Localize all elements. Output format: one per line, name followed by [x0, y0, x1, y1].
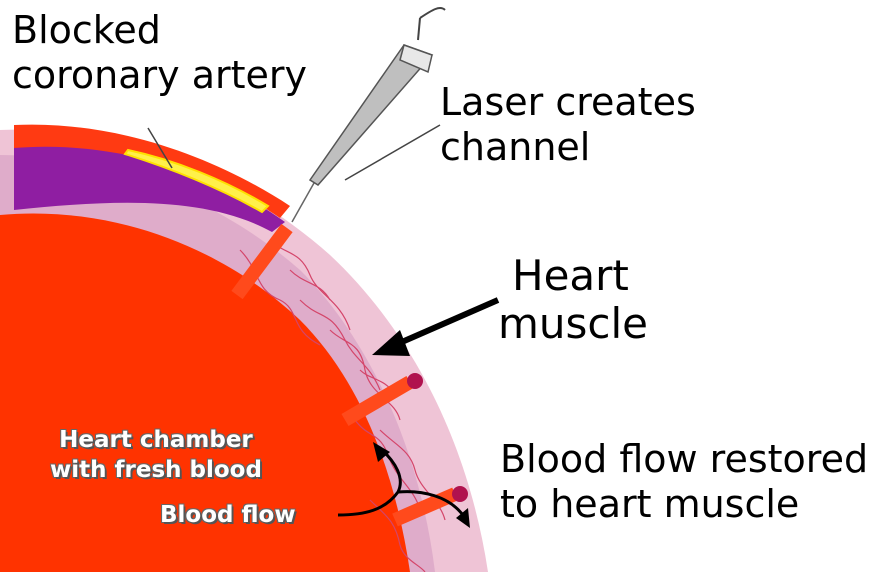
restored-label-line2: to heart muscle	[500, 482, 868, 527]
heart-muscle-label: Heart muscle	[498, 252, 648, 349]
heart-chamber-label-line1: Heart chamber	[50, 425, 262, 455]
blocked-artery-label-line1: Blocked	[12, 8, 307, 53]
restored-label: Blood flow restored to heart muscle	[500, 437, 868, 527]
laser-label-line2: channel	[440, 125, 696, 170]
heart-muscle-label-line2: muscle	[498, 300, 648, 348]
heart-chamber-label-line2: with fresh blood	[50, 455, 262, 485]
restored-label-line1: Blood flow restored	[500, 437, 868, 482]
blocked-artery-label-line2: coronary artery	[12, 53, 307, 98]
channel-exit-2	[407, 373, 423, 389]
laser-probe	[292, 8, 445, 222]
blood-flow-label: Blood flow	[160, 500, 296, 530]
laser-label: Laser creates channel	[440, 80, 696, 170]
blood-flow-label-text: Blood flow	[160, 502, 296, 528]
laser-label-line1: Laser creates	[440, 80, 696, 125]
heart-chamber-label: Heart chamber with fresh blood	[50, 425, 262, 486]
channel-exit-3	[452, 486, 468, 502]
blocked-artery-label: Blocked coronary artery	[12, 8, 307, 98]
heart-muscle-label-line1: Heart	[498, 252, 648, 300]
